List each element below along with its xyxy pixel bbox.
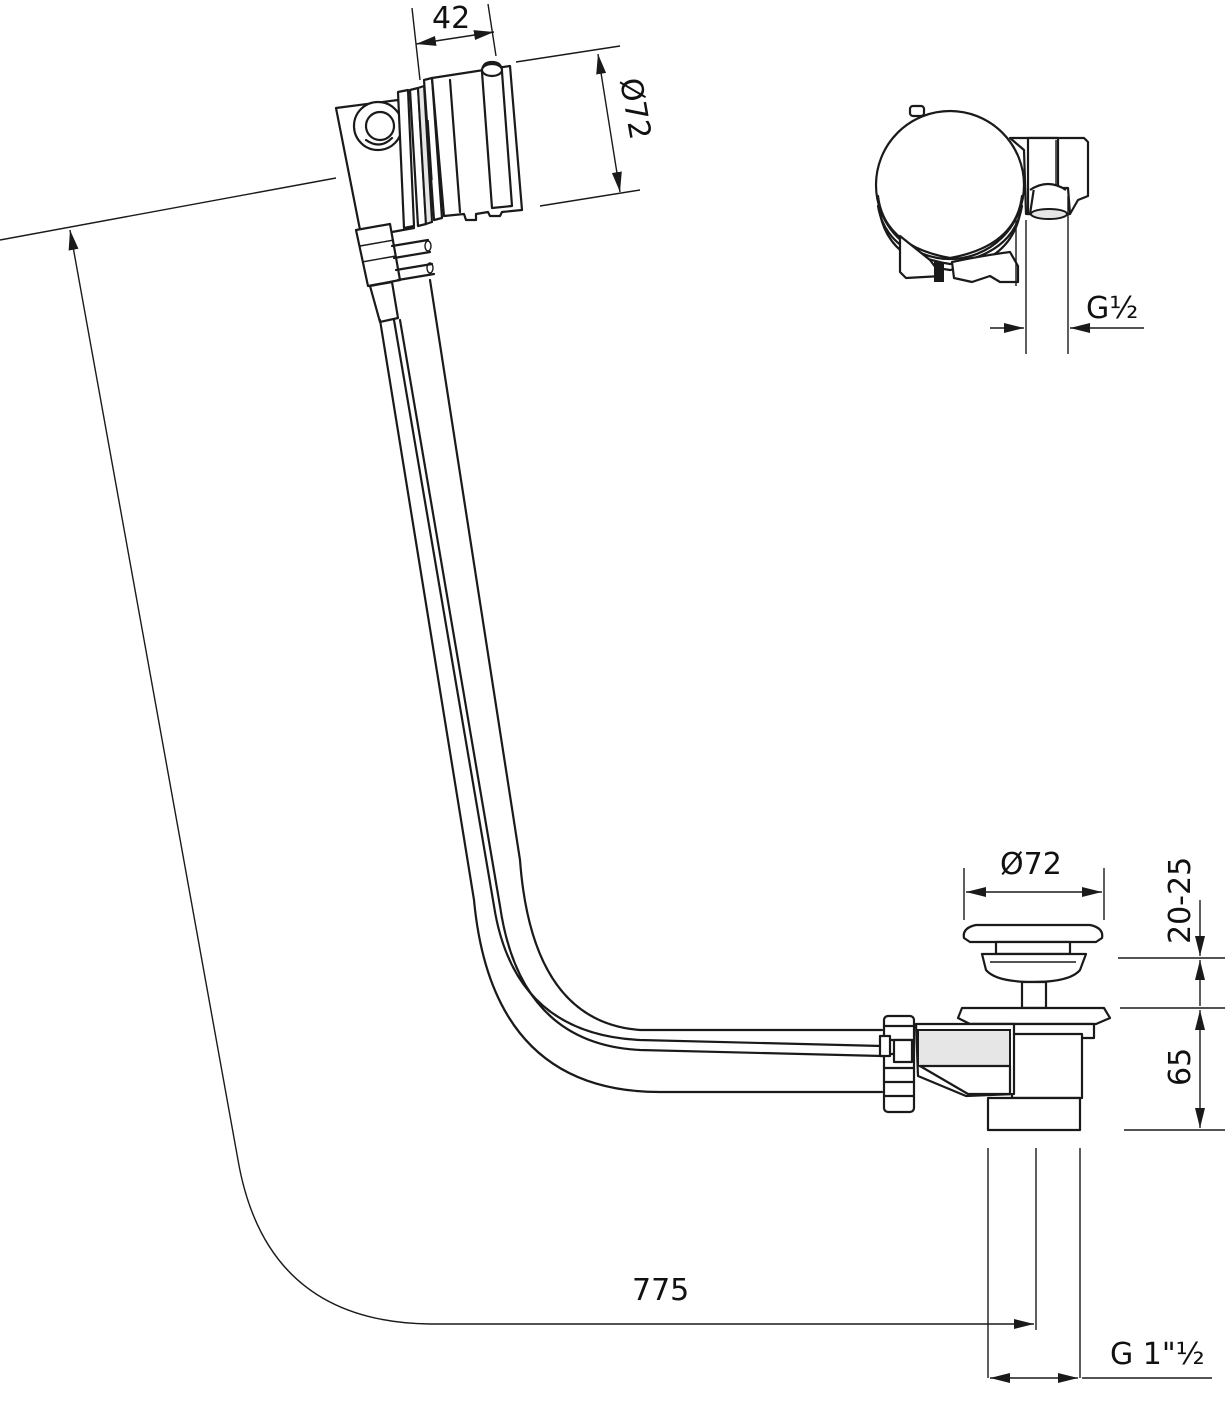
label-waste-diameter: Ø72: [1000, 847, 1062, 882]
waste-assembly: [878, 923, 1112, 1378]
label-waste-height: 65: [1163, 1048, 1198, 1086]
label-overflow-diameter: Ø72: [612, 75, 657, 142]
label-overflow-depth: 42: [432, 1, 470, 36]
label-supply-thread: G½: [1086, 291, 1138, 326]
label-plug-lift: 20-25: [1163, 857, 1198, 944]
label-length: 775: [632, 1273, 689, 1308]
dimension-lines: [68, 3, 1225, 1383]
overflow-head: [334, 60, 524, 324]
label-drain-thread: G 1"½: [1110, 1337, 1205, 1372]
overflow-pipe: [378, 278, 884, 1094]
bath-wall-line: [0, 177, 337, 241]
overflow-side-view: [874, 104, 1090, 354]
